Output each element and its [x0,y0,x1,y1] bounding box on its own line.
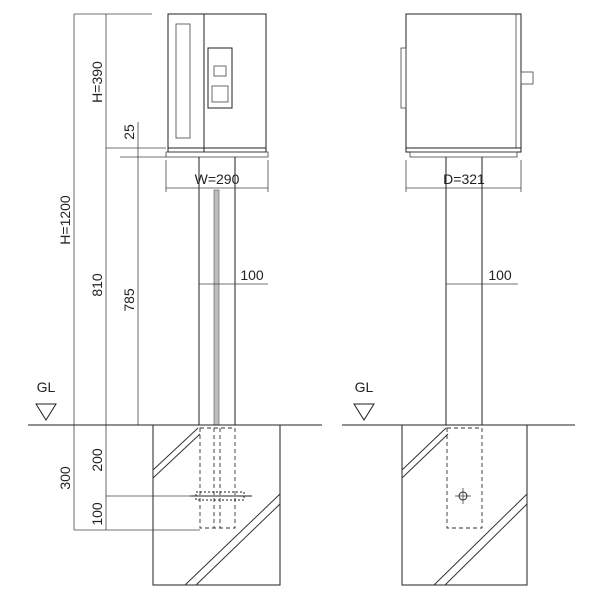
outer-post-height-label: 810 [89,273,105,297]
front-gl-label: GL [37,379,56,395]
front-view: W=290 100 H=390 25 H=1200 810 785 GL [28,13,322,586]
front-intercom [211,85,229,103]
box-height-label: H=390 [89,61,105,103]
front-nameplate-panel [207,47,233,109]
total-height-label: H=1200 [57,195,73,245]
embed-depth-label: 300 [57,466,73,490]
front-bracket [165,151,269,158]
front-embedded-post [199,427,236,529]
side-foundation [401,424,528,586]
front-mail-slot [175,23,191,139]
side-view: D=321 100 GL [342,13,575,586]
depth-label: D=321 [443,171,485,187]
front-foundation [152,424,281,586]
front-post-groove [213,189,220,426]
front-post-width-label: 100 [240,267,264,283]
side-front-panel [400,47,407,109]
embed-lower-label: 100 [89,502,105,526]
front-mailbox-door [167,13,205,153]
side-bracket [409,151,518,158]
embed-upper-label: 200 [89,448,105,472]
inner-post-height-label: 785 [121,288,137,312]
side-post-width-label: 100 [488,267,512,283]
width-label: W=290 [195,171,240,187]
side-mailbox-body [405,13,522,153]
front-mailbox-body [167,13,267,153]
front-lock [213,65,227,77]
side-handle [520,71,534,85]
side-gl-marker [353,403,375,421]
side-gl-label: GL [355,379,374,395]
gap-label: 25 [121,124,137,140]
front-gl-marker [35,403,57,421]
side-embedded-post [446,427,483,529]
